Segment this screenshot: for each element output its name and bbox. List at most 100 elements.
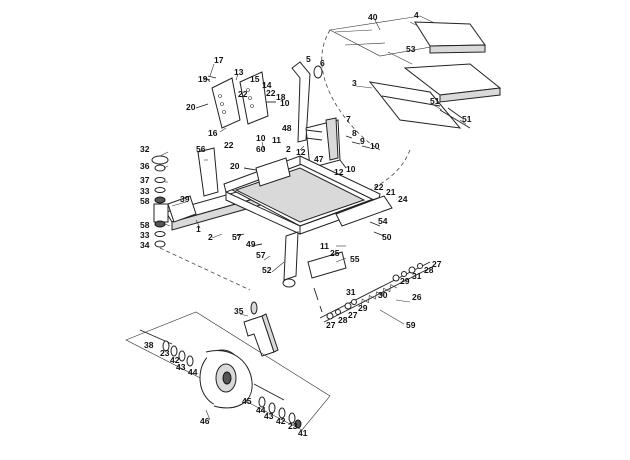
seat-plate-edge	[439, 87, 501, 103]
callout-31-b: 31	[346, 287, 356, 297]
guide-line-caster	[159, 247, 251, 291]
callout-37: 37	[140, 175, 150, 185]
callout-29-b: 29	[358, 303, 368, 313]
callout-27-c: 27	[326, 320, 336, 330]
callout-4: 4	[414, 10, 419, 20]
washer-33b	[154, 231, 166, 237]
callout-12-a: 12	[296, 147, 306, 157]
callout-17: 17	[214, 55, 224, 65]
callout-34: 34	[140, 240, 150, 250]
callout-10-d: 10	[346, 164, 356, 174]
hardware-54-50	[369, 221, 385, 237]
washer-37	[154, 177, 166, 183]
nut-41	[294, 419, 302, 429]
callout-43-a: 43	[176, 362, 186, 372]
nut-23a	[162, 340, 170, 352]
washer-42b	[278, 407, 286, 419]
callout-53: 53	[406, 44, 416, 54]
callout-21: 21	[386, 187, 396, 197]
callout-39: 39	[180, 194, 190, 204]
callout-43-b: 43	[264, 411, 274, 421]
callout-45: 45	[242, 396, 252, 406]
callout-28-a: 28	[424, 265, 434, 275]
bearing-44a	[186, 355, 194, 367]
callout-22-d: 22	[374, 182, 384, 192]
callout-10-a: 10	[280, 98, 290, 108]
hardware-57-49	[235, 233, 263, 247]
callout-52: 52	[262, 265, 272, 275]
callout-23-b: 23	[288, 421, 298, 431]
callout-12-b: 12	[334, 167, 344, 177]
callout-28-b: 28	[338, 315, 348, 325]
callout-33-b: 33	[140, 230, 150, 240]
main-frame	[165, 147, 393, 288]
callout-41: 41	[298, 428, 308, 438]
support-56	[197, 147, 219, 197]
nut-34	[154, 240, 166, 248]
hardware-8-9-10	[345, 135, 371, 149]
adjuster-bracket-assembly	[195, 71, 276, 129]
caster-hub-39	[153, 203, 169, 223]
nut-36	[154, 164, 166, 172]
callout-29-a: 29	[400, 276, 410, 286]
callout-31-a: 31	[412, 271, 422, 281]
cover-plate	[414, 21, 486, 47]
bolt-20b	[243, 167, 257, 171]
callout-18: 18	[276, 92, 286, 102]
callout-35: 35	[234, 306, 244, 316]
callout-50: 50	[382, 232, 392, 242]
bearing-44b	[258, 396, 266, 408]
callout-48: 48	[282, 123, 292, 133]
callout-20-b: 20	[230, 161, 240, 171]
callout-2-a: 2	[286, 144, 291, 154]
callout-60: 60	[256, 144, 266, 154]
callout-1: 1	[196, 224, 201, 234]
callout-55: 55	[350, 254, 360, 264]
callout-57-a: 57	[232, 232, 242, 242]
callout-27-b: 27	[348, 310, 358, 320]
callout-42-b: 42	[276, 416, 286, 426]
spacer-6	[313, 65, 323, 79]
callout-14: 14	[262, 80, 272, 90]
callout-23-a: 23	[160, 348, 170, 358]
washer-42a	[170, 345, 178, 357]
rod-hardware	[326, 263, 423, 320]
callout-30: 30	[378, 290, 388, 300]
cap-32	[151, 155, 169, 165]
callout-24: 24	[398, 194, 408, 204]
seat-cover-hatch	[334, 29, 386, 46]
bracket-55	[307, 251, 347, 279]
lever-bracket-assembly	[291, 61, 371, 169]
caster-fork	[243, 301, 279, 357]
callout-labels: 40 4 53 5 6 3 51 51 17 19 13 15 14 22 22…	[140, 10, 472, 438]
bolt-20a	[195, 103, 209, 109]
callout-5: 5	[306, 54, 311, 64]
callout-20-a: 20	[186, 102, 196, 112]
callout-33-a: 33	[140, 186, 150, 196]
seat-pan	[368, 81, 462, 129]
fork-35-side	[261, 313, 279, 353]
callout-22-a: 22	[238, 89, 248, 99]
spring-rod-assembly	[313, 261, 435, 323]
callout-27-a: 27	[432, 259, 442, 269]
callout-56: 56	[196, 144, 206, 154]
callout-44-a: 44	[188, 367, 198, 377]
callout-44-b: 44	[256, 405, 266, 415]
adjuster-plate-left	[211, 77, 241, 129]
callout-7: 7	[346, 114, 351, 124]
callout-38: 38	[144, 340, 154, 350]
callout-51-a: 51	[430, 96, 440, 106]
bearing-58b	[154, 220, 166, 228]
callout-16: 16	[208, 128, 218, 138]
callout-22-c: 22	[224, 140, 234, 150]
callout-19: 19	[198, 74, 208, 84]
callout-13: 13	[234, 67, 244, 77]
callout-10-c: 10	[256, 133, 266, 143]
front-post	[283, 231, 299, 281]
washer-43a	[178, 350, 186, 362]
bearing-58a	[154, 196, 166, 204]
washer-23b	[288, 412, 296, 424]
spacer-45	[253, 383, 285, 401]
callout-59: 59	[406, 320, 416, 330]
